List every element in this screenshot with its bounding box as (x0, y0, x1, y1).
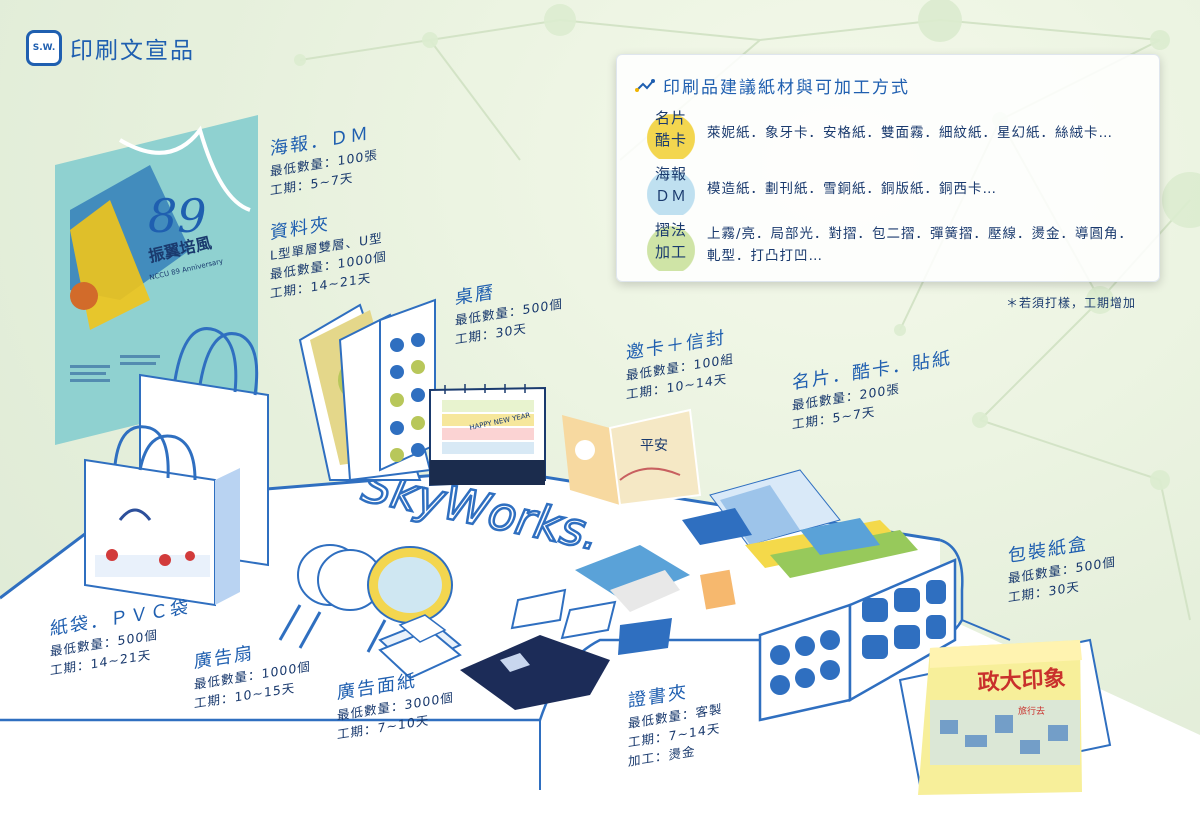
row-tag: 名片酷卡 (647, 107, 695, 159)
product-label-certificate: 證書夾 最低數量：客製 工期：7~14天 加工：燙金 (628, 681, 723, 769)
svg-text:政大印象: 政大印象 (977, 665, 1066, 696)
panel-row-cards: 名片酷卡 萊妮紙．象牙卡．安格紙．雙面霧．細紋紙．星幻紙．絲絨卡… (647, 107, 1147, 159)
page-header: S.W. 印刷文宣品 (26, 30, 195, 66)
svg-text:平安: 平安 (640, 438, 668, 454)
page-title: 印刷文宣品 (70, 38, 195, 64)
panel-title: 印刷品建議紙材與可加工方式 (635, 73, 910, 98)
paper-materials-panel: 印刷品建議紙材與可加工方式 名片酷卡 萊妮紙．象牙卡．安格紙．雙面霧．細紋紙．星… (616, 54, 1160, 282)
sample-note: ＊若須打樣，工期增加 (1006, 296, 1137, 310)
desk-calendar: HAPPY NEW YEAR (429, 384, 546, 487)
certificate-folder (460, 635, 610, 710)
advertising-fans (278, 544, 453, 653)
panel-row-finishing: 摺法加工 上霧/亮．局部光．對摺．包二摺．彈簧摺．壓線．燙金．導圓角．軋型．打凸… (647, 219, 1147, 271)
folder-display (298, 298, 436, 482)
sticker-sheets (770, 580, 946, 695)
logo-icon: S.W. (26, 30, 62, 66)
paper-bags (84, 327, 269, 607)
gift-box: 政大印象 旅行去 (898, 638, 1112, 795)
svg-text:旅行去: 旅行去 (1018, 705, 1045, 717)
row-tag: 摺法加工 (647, 219, 695, 271)
tissue-packs (378, 614, 462, 680)
chart-line-icon (635, 78, 655, 92)
invitation-card: 平安 (562, 408, 702, 507)
business-cards (510, 469, 918, 655)
svg-text:89: 89 (148, 189, 207, 243)
poster-artwork: 89 振翼培風 NCCU 89 Anniversary (55, 115, 258, 445)
